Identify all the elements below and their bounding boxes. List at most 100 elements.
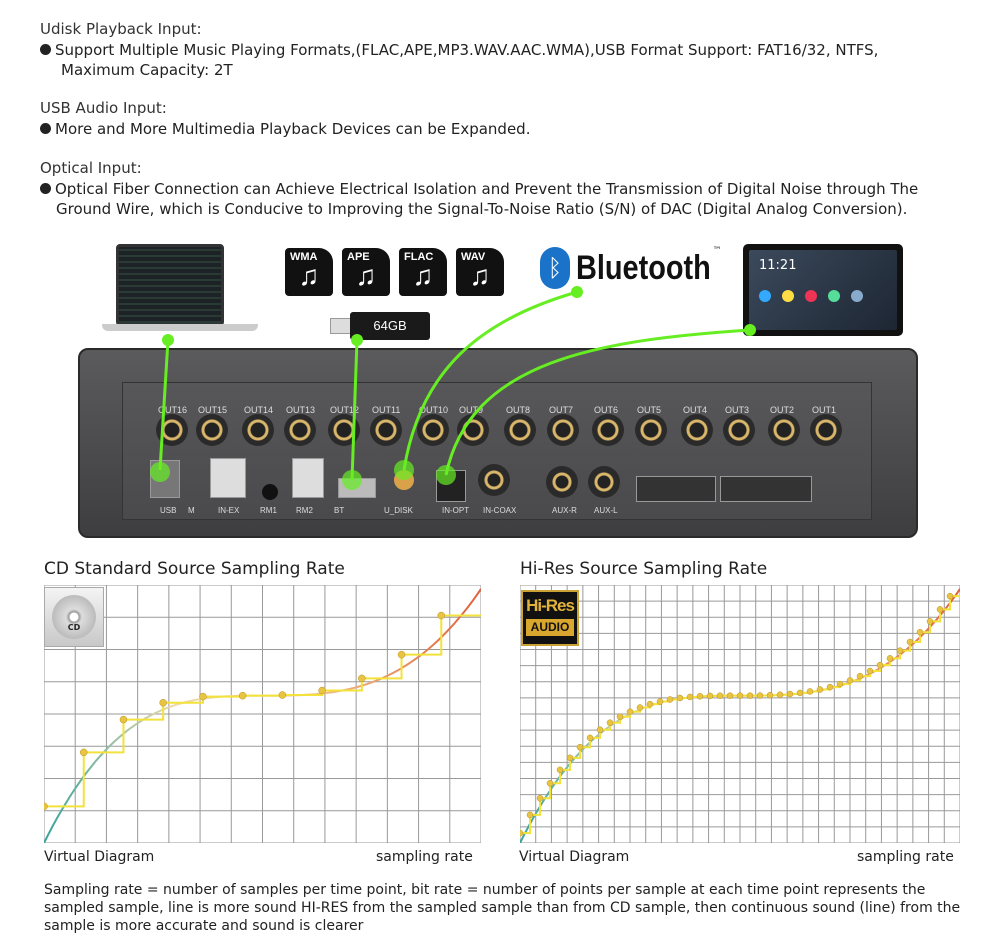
sample-point bbox=[566, 754, 574, 762]
sample-point bbox=[606, 719, 614, 726]
input-label: IN-COAX bbox=[483, 506, 517, 515]
wav-file-icon: WAV♫ bbox=[456, 248, 504, 296]
optical-bullet: Optical Fiber Connection can Achieve Ele… bbox=[40, 179, 918, 199]
sample-point bbox=[119, 715, 128, 724]
sample-point bbox=[796, 689, 804, 697]
sample-point bbox=[556, 766, 564, 774]
aux-r-port bbox=[546, 466, 578, 498]
sample-point bbox=[746, 692, 754, 699]
sample-point bbox=[856, 672, 864, 680]
sample-point bbox=[946, 592, 954, 600]
sample-point bbox=[546, 780, 554, 787]
hires-badge: Hi-Res AUDIO bbox=[521, 590, 579, 646]
output-label: OUT11 bbox=[372, 405, 401, 415]
sample-point bbox=[936, 606, 944, 613]
udisk-heading: Udisk Playback Input: bbox=[40, 20, 202, 38]
rca-output-jack bbox=[635, 414, 667, 446]
rca-output-jack bbox=[768, 414, 800, 446]
wire-laptop-usb bbox=[158, 339, 170, 471]
output-label: OUT8 bbox=[506, 405, 531, 415]
sample-point bbox=[766, 692, 774, 699]
sample-point bbox=[358, 674, 366, 683]
input-label: RM1 bbox=[260, 506, 277, 515]
sample-point bbox=[44, 802, 48, 811]
sample-point bbox=[926, 618, 934, 625]
input-label: BT bbox=[334, 506, 345, 515]
cd-badge: CD bbox=[44, 587, 104, 647]
output-label: OUT5 bbox=[637, 405, 662, 415]
rca-output-jack bbox=[810, 414, 842, 446]
sample-point bbox=[616, 713, 624, 720]
usb-stick: 64GB bbox=[330, 312, 430, 340]
rj-in-ex-port bbox=[210, 458, 246, 498]
sample-point bbox=[199, 692, 207, 701]
rca-output-jack bbox=[196, 414, 228, 446]
sample-point bbox=[786, 690, 794, 698]
output-label: OUT4 bbox=[683, 405, 708, 415]
usb-audio-line: More and More Multimedia Playback Device… bbox=[55, 120, 531, 138]
optical-heading: Optical Input: bbox=[40, 159, 142, 177]
udisk-bullet: Support Multiple Music Playing Formats,(… bbox=[40, 40, 878, 60]
rca-output-jack bbox=[681, 414, 713, 446]
input-label: RM2 bbox=[296, 506, 313, 515]
sample-point bbox=[596, 726, 604, 733]
output-label: OUT3 bbox=[725, 405, 750, 415]
cd-icon: CD bbox=[52, 595, 96, 639]
hires-right-caption: sampling rate bbox=[857, 849, 954, 865]
laptop-image bbox=[102, 244, 258, 331]
cd-sampling-chart bbox=[44, 585, 481, 843]
usb-audio-bullet: More and More Multimedia Playback Device… bbox=[40, 119, 530, 139]
rca-output-jack bbox=[723, 414, 755, 446]
hires-chart-title: Hi-Res Source Sampling Rate bbox=[520, 559, 768, 579]
output-label: OUT16 bbox=[158, 405, 188, 415]
rca-output-jack bbox=[547, 414, 579, 446]
sample-point bbox=[906, 638, 914, 646]
sample-point bbox=[656, 698, 664, 705]
sample-point bbox=[736, 692, 744, 699]
connector-12pin bbox=[636, 476, 716, 502]
output-label: OUT13 bbox=[286, 405, 316, 415]
bluetooth-logo: ᛒ Bluetooth ™ bbox=[540, 246, 722, 290]
sample-point bbox=[159, 699, 167, 707]
input-label: M bbox=[188, 506, 195, 515]
udisk-line-2: Maximum Capacity: 2T bbox=[61, 61, 233, 79]
optical-line-2: Ground Wire, which is Conducive to Impro… bbox=[56, 200, 908, 218]
bullet-icon bbox=[40, 44, 51, 55]
output-label: OUT10 bbox=[419, 405, 449, 415]
sampled-step-line bbox=[44, 614, 481, 808]
output-label: OUT14 bbox=[244, 405, 274, 415]
output-label: OUT6 bbox=[594, 405, 619, 415]
sample-point bbox=[238, 691, 247, 700]
sample-point bbox=[816, 686, 824, 693]
cd-right-caption: sampling rate bbox=[376, 849, 473, 865]
output-label: OUT9 bbox=[459, 405, 484, 415]
sample-point bbox=[666, 696, 674, 703]
bluetooth-icon: ᛒ bbox=[540, 247, 570, 289]
sample-point bbox=[866, 667, 874, 675]
sample-point bbox=[437, 611, 446, 620]
output-label: OUT12 bbox=[330, 405, 360, 415]
sample-point bbox=[318, 686, 326, 695]
sample-point bbox=[756, 692, 764, 699]
sample-point bbox=[826, 683, 834, 691]
sample-point bbox=[526, 811, 534, 819]
output-label: OUT7 bbox=[549, 405, 574, 415]
sample-point bbox=[536, 795, 544, 802]
sample-point bbox=[836, 680, 844, 688]
cd-left-caption: Virtual Diagram bbox=[44, 849, 155, 865]
input-label: IN-OPT bbox=[442, 506, 470, 515]
sample-point bbox=[916, 628, 924, 636]
sample-point bbox=[716, 692, 724, 699]
bullet-icon bbox=[40, 183, 51, 194]
input-label: IN-EX bbox=[218, 506, 240, 515]
rca-output-jack bbox=[417, 414, 449, 446]
sample-point bbox=[397, 650, 406, 659]
rm1-jack bbox=[262, 484, 278, 500]
sample-point bbox=[676, 694, 684, 702]
optical-line-1: Optical Fiber Connection can Achieve Ele… bbox=[55, 180, 919, 198]
sample-point bbox=[686, 693, 694, 701]
sample-point bbox=[520, 829, 524, 837]
sample-point bbox=[79, 748, 88, 757]
aux-l-port bbox=[588, 466, 620, 498]
